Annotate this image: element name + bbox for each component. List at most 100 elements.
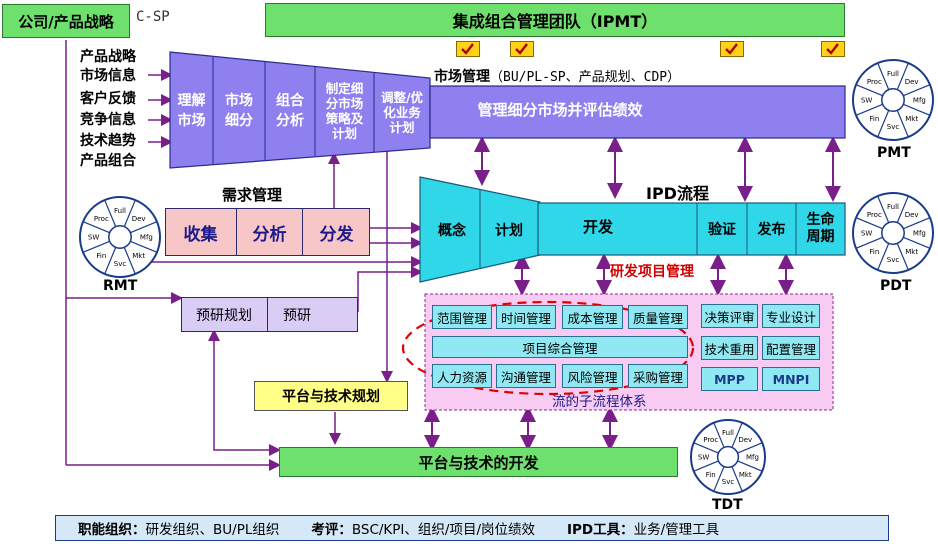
pm-footer-label: 流的子流程体系 — [552, 394, 647, 410]
market-bar — [429, 85, 846, 139]
pdt-label: PDT — [880, 278, 912, 294]
requirement-title: 需求管理 — [222, 186, 283, 204]
market-step: 组合 分析 — [276, 93, 304, 129]
wheel-segment-label: Fin — [869, 248, 879, 256]
platform-planning-box: 平台与技术规划 — [254, 381, 408, 411]
wheel-segment-label: Svc — [722, 478, 735, 486]
pm-item: 时间管理 — [496, 305, 556, 329]
input-item: 客户反馈 — [80, 91, 136, 107]
wheel-segment-label: Mfg — [746, 454, 759, 462]
requirement-step: 收集 — [165, 208, 237, 256]
wheel-segment-label: Dev — [905, 78, 919, 86]
wheel-segment-label: Fin — [706, 471, 716, 479]
footer-eval-label: 考评： — [311, 522, 352, 538]
project-mgmt-highlight — [401, 300, 695, 396]
footer-tool-value: 业务/管理工具 — [633, 522, 720, 538]
market-title-text: 市场管理 — [434, 69, 490, 85]
requirement-box — [165, 208, 370, 256]
check-icon — [720, 41, 744, 57]
market-bar-label: 管理细分市场并评估绩效 — [477, 100, 643, 119]
input-item: 市场信息 — [80, 68, 136, 84]
requirement-step: 分析 — [237, 208, 303, 256]
market-title: 市场管理（BU/PL-SP、产品规划、CDP） — [434, 66, 680, 86]
company-strategy-label: 公司/产品战略 — [18, 12, 114, 31]
wheel-segment-label: Mkt — [905, 248, 918, 256]
pm-right-item: MNPI — [762, 367, 820, 391]
market-subtitle: （BU/PL-SP、产品规划、CDP） — [490, 70, 681, 85]
ipd-title: IPD流程 — [646, 184, 709, 203]
wheel-segment-label: SW — [88, 234, 99, 242]
preresearch-box — [181, 297, 358, 332]
ipd-step: 生命 周期 — [806, 212, 835, 245]
wheel-segment-label: Proc — [867, 78, 882, 86]
wheel-segment-label: Full — [887, 70, 899, 78]
wheel-segment-label: Proc — [94, 215, 109, 223]
wheel-segment-label: Proc — [867, 211, 882, 219]
input-item: 产品战略 — [80, 49, 136, 65]
wheel-segment-label: Mkt — [739, 471, 752, 479]
input-item: 产品组合 — [80, 153, 136, 169]
wheel-segment-label: Full — [722, 429, 734, 437]
wheel-segment-label: Dev — [738, 436, 752, 444]
pmt-label: PMT — [877, 145, 911, 161]
ipmt-box: 集成组合管理团队（IPMT） — [265, 3, 845, 37]
wheel-segment-label: SW — [861, 97, 872, 105]
ipd-step: 验证 — [708, 222, 736, 238]
wheel-segment-label: SW — [698, 454, 709, 462]
pm-item: 范围管理 — [432, 305, 492, 329]
input-item: 竞争信息 — [80, 112, 136, 128]
wheel-segment-label: Mfg — [140, 234, 153, 242]
pm-item: 人力资源 — [432, 364, 492, 388]
requirement-step: 分发 — [319, 224, 354, 245]
platform-dev-box: 平台与技术的开发 — [279, 447, 678, 477]
pm-item: 质量管理 — [628, 305, 688, 329]
wheel-segment-label: Full — [887, 203, 899, 211]
market-funnel — [169, 51, 431, 169]
wheel-segment-label: Mkt — [132, 252, 145, 260]
ipd-step: 开发 — [582, 217, 613, 236]
footer-eval-value: BSC/KPI、组织/项目/岗位绩效 — [351, 522, 535, 538]
wheel-segment-label: Fin — [869, 115, 879, 123]
ipd-bar — [537, 202, 846, 256]
wheel-segment-label: SW — [861, 230, 872, 238]
platform-dev-label: 平台与技术的开发 — [418, 453, 539, 472]
ipmt-label: 集成组合管理团队（IPMT） — [452, 12, 658, 31]
ipd-step: 发布 — [757, 222, 786, 238]
company-strategy-box: 公司/产品战略 — [2, 4, 130, 38]
preresearch-item: 预研 — [283, 307, 311, 324]
wheel-segment-label: Dev — [905, 211, 919, 219]
footer-org-value: 研发组织、BU/PL组织 — [145, 522, 280, 538]
wheel-segment-label: Fin — [96, 252, 106, 260]
project-mgmt-title: 研发项目管理 — [610, 264, 694, 280]
preresearch-planning: 预研规划 — [181, 297, 268, 332]
tdt-label: TDT — [712, 497, 743, 513]
check-icon — [510, 41, 534, 57]
pm-item: 成本管理 — [562, 305, 623, 329]
pm-item: 风险管理 — [562, 364, 623, 388]
ipd-step: 概念 — [438, 223, 466, 239]
pm-item: 沟通管理 — [496, 364, 556, 388]
pm-integrated: 项目综合管理 — [432, 336, 688, 358]
pm-right-item: 决策评审 — [701, 304, 758, 328]
footer-tool-label: IPD工具： — [567, 522, 634, 538]
market-step: 市场 细分 — [225, 93, 253, 129]
wheel-segment-label: Full — [114, 207, 126, 215]
wheel-segment-label: Svc — [887, 123, 900, 131]
pm-item: 采购管理 — [628, 364, 688, 388]
market-step: 制定细 分市场 策略及 计划 — [325, 81, 364, 141]
wheel-segment-label: Mkt — [905, 115, 918, 123]
footer-org-label: 职能组织： — [78, 522, 146, 538]
pm-right-item: 配置管理 — [762, 336, 820, 360]
market-step: 理解 市场 — [177, 93, 206, 129]
rmt-label: RMT — [103, 278, 138, 294]
wheel-segment-label: Svc — [114, 260, 127, 268]
pm-right-item: 技术重用 — [701, 336, 758, 360]
ipd-step: 计划 — [495, 223, 523, 239]
csp-label: C-SP — [136, 9, 170, 25]
wheel-segment-label: Mfg — [913, 97, 926, 105]
footer-bar: 职能组织：研发组织、BU/PL组织 考评：BSC/KPI、组织/项目/岗位绩效 … — [55, 515, 889, 541]
wheel-segment-label: Svc — [887, 256, 900, 264]
